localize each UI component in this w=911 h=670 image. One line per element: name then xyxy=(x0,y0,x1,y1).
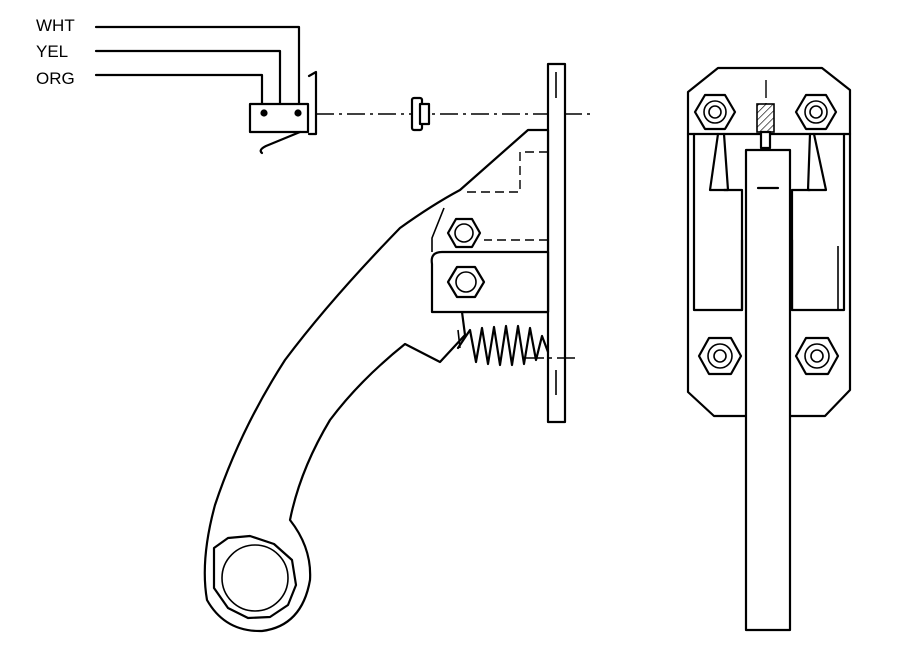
wire-label-wht: WHT xyxy=(36,16,75,35)
plunger xyxy=(756,103,775,133)
wire-leads xyxy=(94,25,301,106)
hex-bolt-icon xyxy=(794,93,838,131)
hex-bolt-icon xyxy=(446,217,482,249)
lever-arm xyxy=(203,128,550,633)
micro-switch xyxy=(248,70,318,155)
front-view-lever-bar xyxy=(744,148,792,632)
switch-terminal-dot xyxy=(260,109,268,117)
actuator-button xyxy=(410,96,431,132)
hex-bolt-icon xyxy=(446,265,486,299)
hex-bolt-icon xyxy=(693,93,737,131)
hex-bolt-icon xyxy=(697,336,743,376)
roller-eye xyxy=(212,534,298,620)
wire-label-org: ORG xyxy=(36,69,75,88)
wire-label-yel: YEL xyxy=(36,42,68,61)
compression-spring xyxy=(456,324,550,367)
switch-terminal-dot xyxy=(294,109,302,117)
hex-bolt-icon xyxy=(794,336,840,376)
